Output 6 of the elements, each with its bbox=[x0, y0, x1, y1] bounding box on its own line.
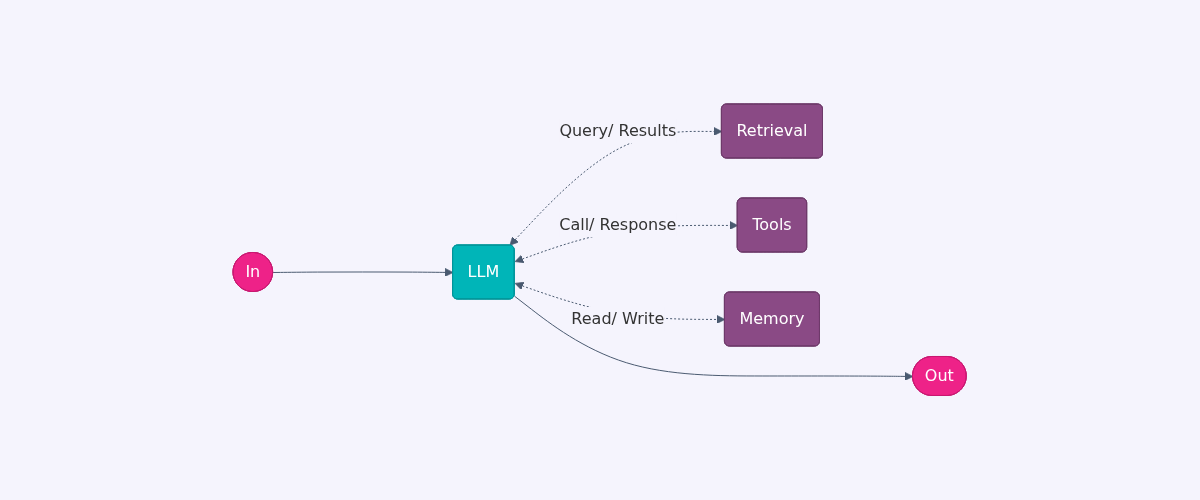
arrow bbox=[272, 268, 454, 278]
arrow bbox=[514, 295, 914, 382]
edge-label: Query/ Results bbox=[559, 121, 677, 141]
edge-label: Read/ Write bbox=[571, 309, 665, 329]
edge-label: Call/ Response bbox=[559, 215, 677, 235]
arrow bbox=[509, 127, 723, 246]
